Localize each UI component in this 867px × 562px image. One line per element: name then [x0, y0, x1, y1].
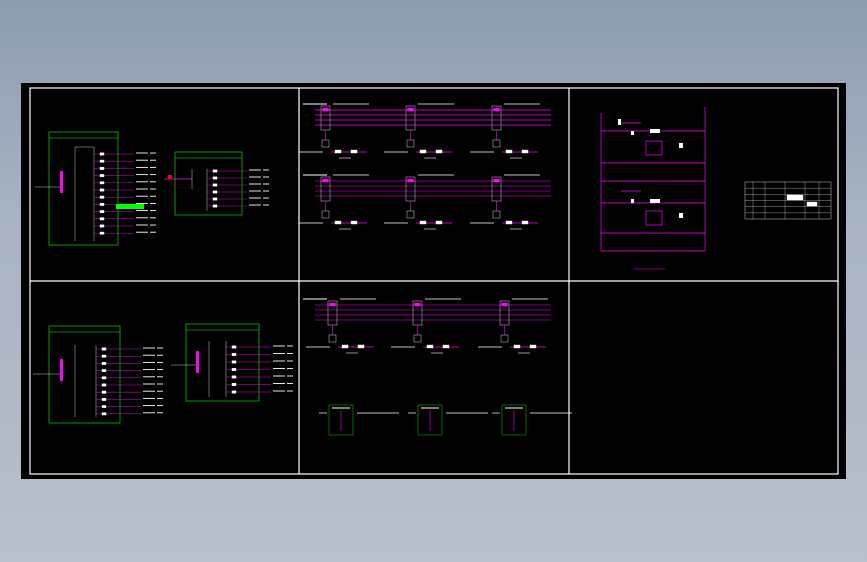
component [231, 360, 237, 364]
component [521, 220, 529, 225]
component [231, 345, 237, 349]
panel-5-meter-boxes [319, 404, 572, 436]
component [329, 302, 336, 307]
panel-3-control-circuit [600, 107, 832, 270]
component [341, 344, 349, 349]
component [321, 139, 330, 148]
component [806, 201, 818, 207]
component [419, 220, 427, 225]
component [521, 149, 529, 154]
component [101, 362, 107, 365]
component [212, 183, 218, 187]
component [101, 398, 107, 401]
component [529, 344, 537, 349]
component [99, 217, 105, 221]
component [435, 149, 443, 154]
component [435, 220, 443, 225]
component [101, 405, 107, 408]
component [99, 210, 105, 214]
component [492, 139, 501, 148]
component [99, 159, 105, 163]
component [442, 344, 450, 349]
component [500, 334, 509, 343]
panel-2-busbar-lower [299, 174, 551, 230]
component [99, 188, 105, 192]
panel-4-feeder-rows-a [96, 347, 163, 416]
cad-drawing [29, 87, 839, 475]
component [212, 204, 218, 208]
component [99, 231, 105, 235]
component [99, 195, 105, 199]
component [99, 202, 105, 206]
component [786, 194, 804, 201]
component [407, 178, 414, 183]
component [501, 302, 508, 307]
component [417, 404, 443, 436]
component [334, 220, 342, 225]
component [231, 375, 237, 379]
component [501, 404, 527, 436]
component [505, 220, 513, 225]
component [212, 197, 218, 201]
panel-4-distribution-schematic [33, 323, 293, 424]
panel-3-legend-table [744, 181, 832, 220]
component [513, 344, 521, 349]
component [231, 353, 237, 356]
component [101, 412, 107, 416]
component [413, 334, 422, 343]
component [492, 210, 501, 219]
component [406, 139, 415, 148]
panel-1-feeder-rows-a [94, 152, 156, 235]
component [101, 347, 107, 351]
panel-1-feeder-rows-b [207, 169, 269, 208]
component [212, 169, 218, 173]
component [231, 390, 237, 394]
component [406, 210, 415, 219]
component [414, 302, 421, 307]
drawing-frame [29, 87, 839, 475]
component [350, 220, 358, 225]
component [334, 149, 342, 154]
component [493, 178, 500, 183]
component [101, 354, 107, 358]
component [101, 376, 107, 380]
component [505, 149, 513, 154]
component [419, 149, 427, 154]
component [350, 149, 358, 154]
component [328, 404, 354, 436]
component [426, 344, 434, 349]
component [328, 334, 337, 343]
component [231, 368, 237, 371]
component [99, 181, 105, 185]
component [101, 383, 107, 387]
component [212, 190, 218, 194]
component [493, 107, 500, 112]
panel-1-distribution-schematic [35, 131, 269, 246]
component [322, 178, 329, 183]
panel-2-busbar-upper [299, 103, 551, 159]
component [407, 107, 414, 112]
component [99, 174, 105, 178]
component [99, 152, 105, 156]
component [357, 344, 365, 349]
cad-viewport[interactable] [21, 83, 846, 479]
component [322, 107, 329, 112]
component [101, 390, 107, 394]
panel-4-feeder-rows-b [226, 345, 293, 394]
component [231, 383, 237, 386]
panel-5-busbar [303, 298, 551, 354]
component [99, 166, 105, 170]
component [212, 176, 218, 180]
component [101, 369, 107, 372]
component [99, 224, 105, 228]
panel-2-busbar-diagram [299, 103, 551, 230]
component [321, 210, 330, 219]
panel-5-busbar-diagram [303, 298, 572, 436]
